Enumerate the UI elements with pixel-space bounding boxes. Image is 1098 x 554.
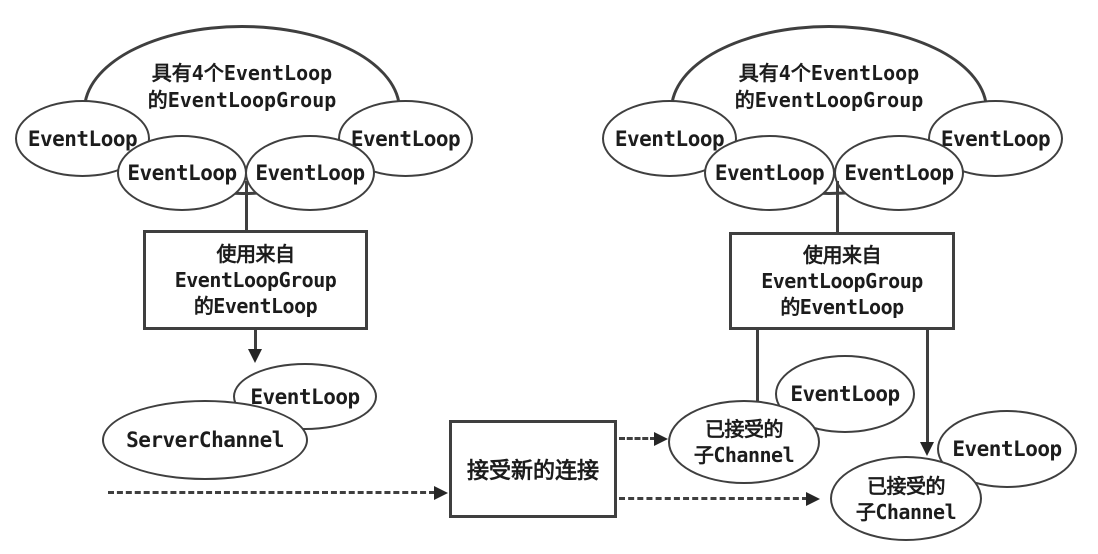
accept-connection-box: 接受新的连接 xyxy=(449,420,617,518)
left-selector-to-eventloop-line xyxy=(254,330,257,351)
down-arrowhead xyxy=(920,442,934,456)
child-channel-label-line1: 已接受的 xyxy=(867,473,946,498)
eventloop-label: EventLoop xyxy=(350,126,461,151)
accepted-child-channel-ellipse-2: 已接受的 子Channel xyxy=(830,456,982,541)
right-arrowhead xyxy=(654,432,668,446)
accept-to-child2-dashed-arrow xyxy=(619,497,808,500)
right-eventloop-ellipse-2: EventLoop xyxy=(704,135,835,211)
left-group-title-line1: 具有4个EventLoop xyxy=(151,61,333,85)
right-eventloop-ellipse-3: EventLoop xyxy=(834,135,964,211)
left-selector-line1: 使用来自 xyxy=(216,242,296,266)
right-selector-line1: 使用来自 xyxy=(803,243,882,267)
right-selector-line3: 的EventLoop xyxy=(780,295,904,319)
eventloop-label: EventLoop xyxy=(952,437,1062,461)
eventloop-label: EventLoop xyxy=(790,382,900,406)
child-channel-label-line1: 已接受的 xyxy=(705,417,784,441)
right-group-title-line1: 具有4个EventLoop xyxy=(738,61,920,85)
down-arrowhead xyxy=(248,349,262,363)
left-selector-box: 使用来自 EventLoopGroup 的EventLoop xyxy=(143,230,368,330)
right-selector-to-child1-line xyxy=(756,330,759,414)
left-eventloop-ellipse-3: EventLoop xyxy=(245,135,375,211)
right-selector-to-child2-line xyxy=(926,330,929,443)
eventloop-label: EventLoop xyxy=(255,161,365,185)
eventloop-label: EventLoop xyxy=(714,161,825,185)
accept-connection-label: 接受新的连接 xyxy=(466,459,599,484)
right-assigned-eventloop-ellipse-2: EventLoop xyxy=(937,410,1077,488)
right-eventloop-ellipse-4: EventLoop xyxy=(928,100,1063,177)
serverchannel-to-accept-dashed-arrow xyxy=(108,491,435,494)
right-arrowhead xyxy=(806,492,820,506)
left-group-title-line2: 的EventLoopGroup xyxy=(147,88,337,112)
left-group-to-selector-line xyxy=(245,181,248,232)
eventloop-label: EventLoop xyxy=(127,161,237,185)
left-selector-line3: 的EventLoop xyxy=(193,294,318,318)
right-arrowhead xyxy=(434,486,448,500)
left-eventloop-ellipse-2: EventLoop xyxy=(117,135,247,211)
child-channel-label-line2: 子Channel xyxy=(693,443,795,467)
eventloop-label: EventLoop xyxy=(250,384,360,409)
accepted-child-channel-ellipse-1: 已接受的 子Channel xyxy=(668,400,820,484)
accept-to-child1-dashed-arrow xyxy=(619,437,656,440)
child-channel-label-line2: 子Channel xyxy=(855,499,957,524)
eventloop-label: EventLoop xyxy=(844,161,954,185)
eventloop-label: EventLoop xyxy=(27,126,138,151)
eventloop-label: EventLoop xyxy=(614,126,725,151)
right-selector-box: 使用来自 EventLoopGroup 的EventLoop xyxy=(729,232,955,330)
right-assigned-eventloop-ellipse-1: EventLoop xyxy=(775,355,915,433)
server-channel-label: ServerChannel xyxy=(126,428,284,452)
right-selector-line2: EventLoopGroup xyxy=(761,269,923,293)
right-group-title-line2: 的EventLoopGroup xyxy=(734,88,924,112)
server-channel-ellipse: ServerChannel xyxy=(102,400,308,480)
left-selector-line2: EventLoopGroup xyxy=(174,268,337,292)
right-group-to-selector-line xyxy=(836,181,839,232)
left-bound-eventloop-ellipse: EventLoop xyxy=(233,363,377,430)
eventloop-label: EventLoop xyxy=(940,126,1051,151)
